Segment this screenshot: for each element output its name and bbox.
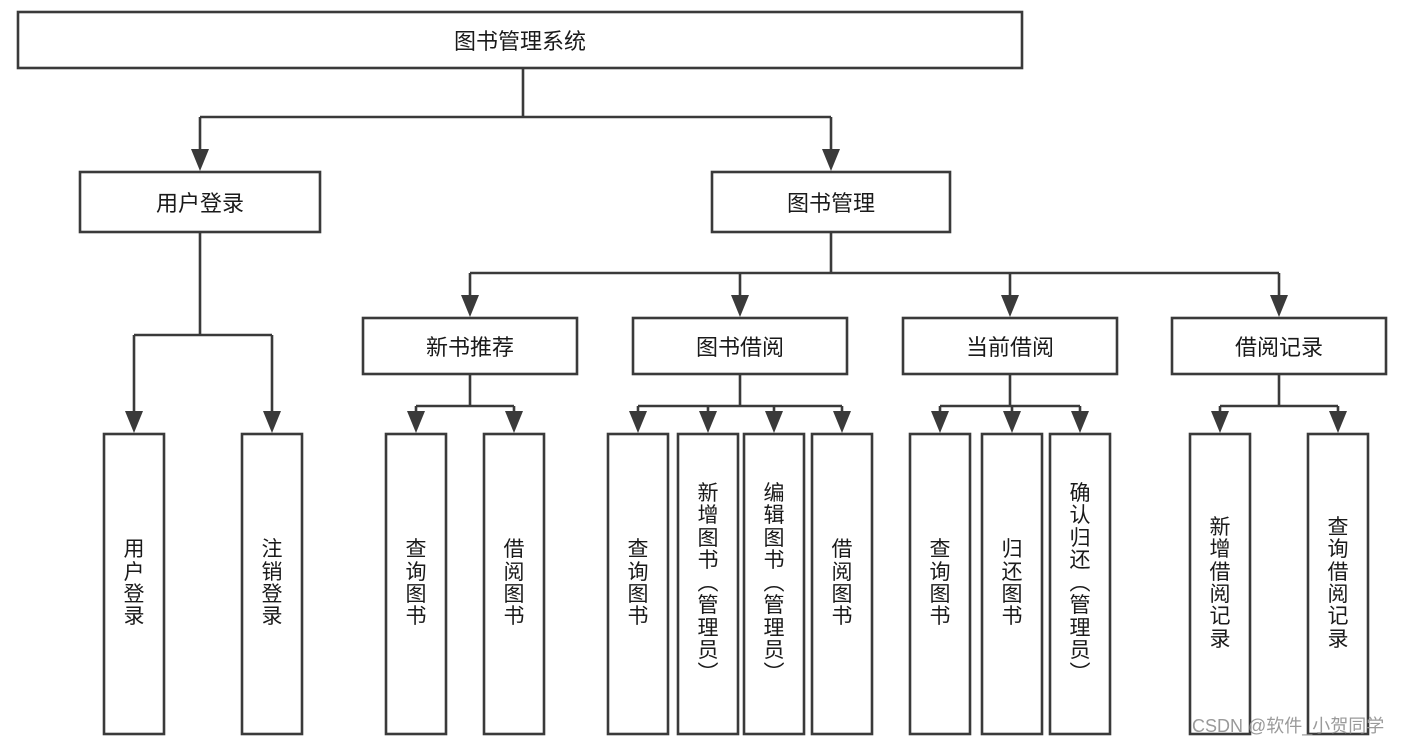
- conn-userlogin-to-leaves: [125, 232, 281, 433]
- node-box-leaf-add-book[interactable]: [676, 432, 740, 736]
- conn-recommend-to-leaves: [407, 374, 523, 433]
- node-box-leaf-borrow-book-2[interactable]: [810, 432, 874, 736]
- node-box-leaf-user-logout[interactable]: [240, 432, 304, 736]
- connectors-layer: [125, 68, 1347, 433]
- node-box-leaf-query-book-1[interactable]: [384, 432, 448, 736]
- node-box-leaf-user-login[interactable]: [102, 432, 166, 736]
- conn-record-to-leaves: [1211, 374, 1347, 433]
- node-box-user-login[interactable]: [78, 170, 322, 234]
- conn-current-to-leaves: [931, 374, 1089, 433]
- node-box-current-borrow[interactable]: [901, 316, 1119, 376]
- conn-root-to-level1: [191, 68, 840, 171]
- node-box-borrow-record[interactable]: [1170, 316, 1388, 376]
- watermark-text: CSDN @软件_小贺同学: [1192, 716, 1385, 736]
- node-box-book-manage[interactable]: [710, 170, 952, 234]
- boxes-layer: [16, 10, 1388, 736]
- node-box-root[interactable]: [16, 10, 1024, 70]
- node-box-leaf-borrow-book-1[interactable]: [482, 432, 546, 736]
- node-box-leaf-query-book-2[interactable]: [606, 432, 670, 736]
- node-box-leaf-edit-book[interactable]: [742, 432, 806, 736]
- node-box-leaf-add-record[interactable]: [1188, 432, 1252, 736]
- node-box-leaf-confirm-return[interactable]: [1048, 432, 1112, 736]
- node-box-new-book-recommend[interactable]: [361, 316, 579, 376]
- node-box-leaf-query-book-3[interactable]: [908, 432, 972, 736]
- node-box-leaf-return-book[interactable]: [980, 432, 1044, 736]
- node-box-leaf-query-record[interactable]: [1306, 432, 1370, 736]
- node-box-book-borrow[interactable]: [631, 316, 849, 376]
- conn-borrow-to-leaves: [629, 374, 851, 433]
- conn-bookmanage-to-level2: [461, 232, 1288, 317]
